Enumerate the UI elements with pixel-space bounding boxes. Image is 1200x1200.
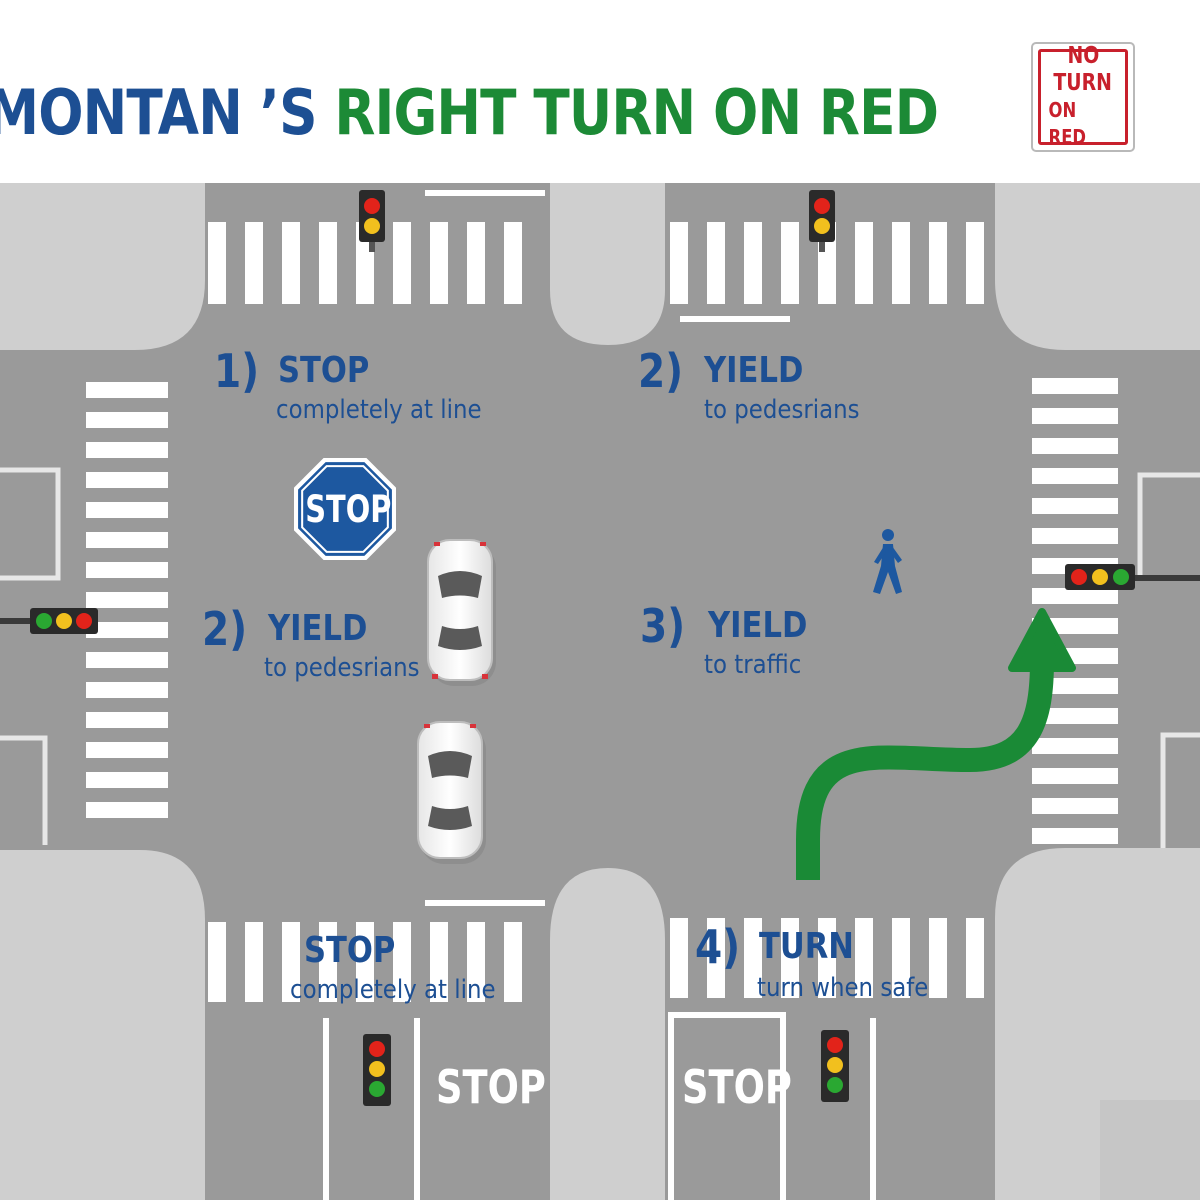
sign-line-3: ON RED	[1048, 98, 1087, 149]
no-turn-on-red-sign: NO TURN ON RED	[1031, 42, 1135, 152]
road-stop-marking-right: STOP	[682, 1060, 792, 1114]
stop-sign-icon: STOP	[294, 458, 396, 560]
traffic-light-icon	[0, 608, 98, 634]
step-2-heading: YIELD	[704, 350, 804, 391]
header-bar: MONTAN ’S RIGHT TURN ON RED NO TURN ON R…	[0, 0, 1200, 183]
pedestrian-icon	[873, 529, 902, 594]
traffic-light-icon	[821, 1030, 849, 1102]
traffic-light-icon	[359, 190, 385, 252]
step-4-heading: TURN	[759, 926, 854, 967]
road-stop-marking-left: STOP	[436, 1060, 546, 1114]
step-4-number: 4)	[695, 920, 741, 974]
traffic-light-icon	[363, 1034, 391, 1106]
traffic-light-icon	[809, 190, 835, 252]
stop-label-heading: STOP	[304, 930, 396, 971]
page-title: MONTAN ’S RIGHT TURN ON RED	[0, 76, 939, 149]
step-2-description: to pedesrians	[704, 395, 860, 425]
title-state: MONTAN ’S	[0, 76, 317, 149]
crosswalk-bottom-left	[208, 922, 522, 1002]
turn-arrow-icon	[796, 659, 1054, 880]
sign-line-2: TURN	[1053, 70, 1113, 96]
step-1-heading: STOP	[278, 350, 370, 391]
step-3-number: 3)	[640, 599, 686, 653]
step-1-description: completely at line	[276, 395, 482, 425]
stop-sign-text: STOP	[305, 488, 392, 531]
step-2b-heading: YIELD	[268, 608, 368, 649]
step-3-description: to traffic	[704, 650, 802, 680]
step-4-description: turn when safe	[757, 973, 929, 1003]
crosswalk-bottom-right	[670, 918, 984, 998]
title-topic: RIGHT TURN ON RED	[334, 76, 939, 149]
traffic-light-icon	[1065, 564, 1200, 590]
step-1-number: 1)	[214, 344, 260, 398]
sign-line-1: NO	[1067, 43, 1099, 69]
stop-label-description: completely at line	[290, 975, 496, 1005]
car-icon	[427, 539, 496, 686]
car-icon	[417, 721, 486, 864]
crosswalk-left	[86, 382, 168, 818]
step-2-number: 2)	[638, 344, 684, 398]
crosswalk-top-left	[208, 222, 522, 304]
step-2b-description: to pedesrians	[264, 653, 420, 683]
step-3-heading: YIELD	[708, 605, 808, 646]
step-2b-number: 2)	[202, 602, 248, 656]
crosswalk-top-right	[670, 222, 984, 304]
